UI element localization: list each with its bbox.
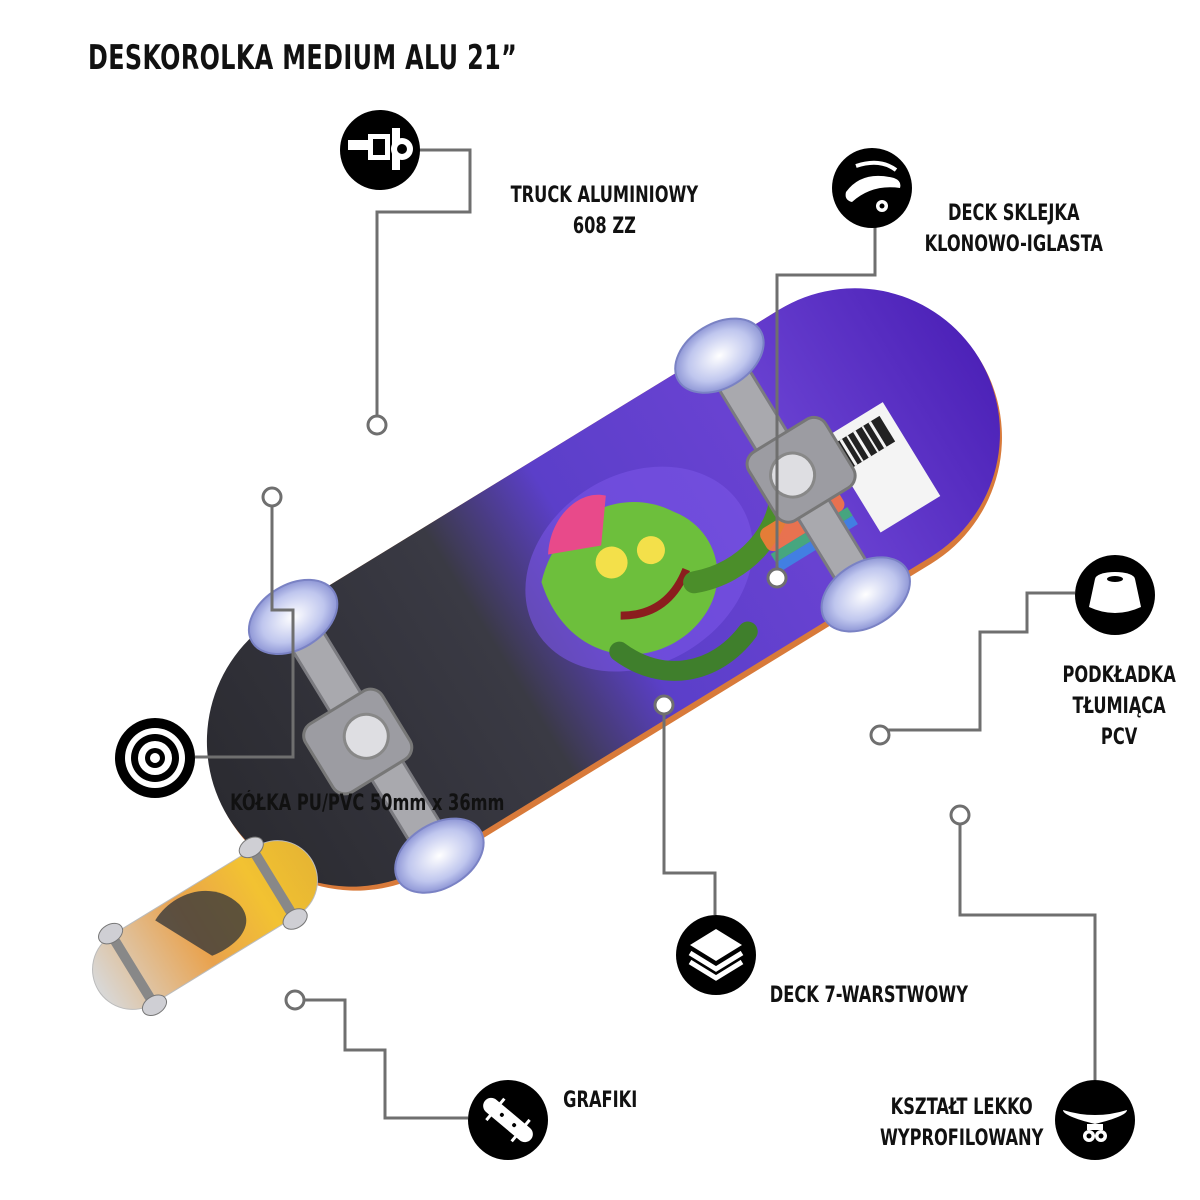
profile-shape-icon [1055, 1080, 1135, 1160]
skateboard-icon [468, 1080, 548, 1160]
deck-icon [832, 148, 912, 228]
anchor-bushing [869, 724, 891, 746]
layers-icon [676, 915, 756, 995]
label-bushing-line2: TŁUMIĄCA [1072, 694, 1166, 719]
label-shape: KSZTAŁT LEKKO WYPROFILOWANY [880, 1092, 1043, 1154]
label-truck-line1: TRUCK ALUMINIOWY [510, 183, 699, 208]
connector-lines [195, 148, 1097, 1120]
label-deck-material-line1: DECK SKLEJKA [947, 201, 1080, 226]
connector-bushing [880, 591, 1075, 732]
skateboard-small [92, 836, 318, 1016]
anchor-graphics [284, 989, 306, 1011]
label-truck: TRUCK ALUMINIOWY 608 ZZ [511, 180, 699, 242]
label-bushing-line1: PODKŁADKA [1062, 663, 1176, 688]
truck-rear [674, 317, 911, 633]
label-deck-material-line2: KLONOWO-IGLASTA [924, 232, 1103, 257]
anchor-layers [653, 694, 675, 716]
anchor-wheels [261, 486, 283, 508]
label-shape-line1: KSZTAŁT LEKKO [890, 1095, 1033, 1120]
connector-wheels [195, 497, 295, 759]
page-title: DESKOROLKA MEDIUM ALU 21” [88, 38, 518, 78]
label-truck-line2: 608 ZZ [572, 214, 636, 239]
label-wheels-line1: KÓŁKA PU/PVC 50mm x 36mm [230, 791, 505, 816]
anchor-shape [949, 804, 971, 826]
barcode-sticker [823, 402, 941, 533]
connector-shape [958, 815, 1097, 1080]
connector-graphics [295, 998, 468, 1120]
label-wheels: KÓŁKA PU/PVC 50mm x 36mm [230, 788, 504, 819]
connector-layers [662, 705, 717, 915]
anchor-deck-material [766, 567, 788, 589]
label-graphics-line1: GRAFIKI [563, 1088, 638, 1113]
label-deck-material: DECK SKLEJKA KLONOWO-IGLASTA [925, 198, 1103, 260]
label-layers-line1: DECK 7-WARSTWOWY [769, 983, 968, 1008]
anchor-dots [261, 414, 971, 1011]
wheel-icon [115, 718, 195, 798]
bushing-icon [1075, 555, 1155, 635]
label-layers: DECK 7-WARSTWOWY [770, 980, 968, 1011]
anchor-truck [366, 414, 388, 436]
connector-truck [375, 148, 472, 425]
label-shape-line2: WYPROFILOWANY [879, 1126, 1044, 1151]
label-bushing: PODKŁADKA TŁUMIĄCA PCV [1062, 660, 1175, 753]
label-bushing-line3: PCV [1100, 725, 1138, 750]
label-graphics: GRAFIKI [563, 1085, 637, 1116]
connector-deck-material [775, 215, 877, 578]
truck-icon [340, 110, 420, 190]
skateboard-main [206, 288, 1002, 894]
